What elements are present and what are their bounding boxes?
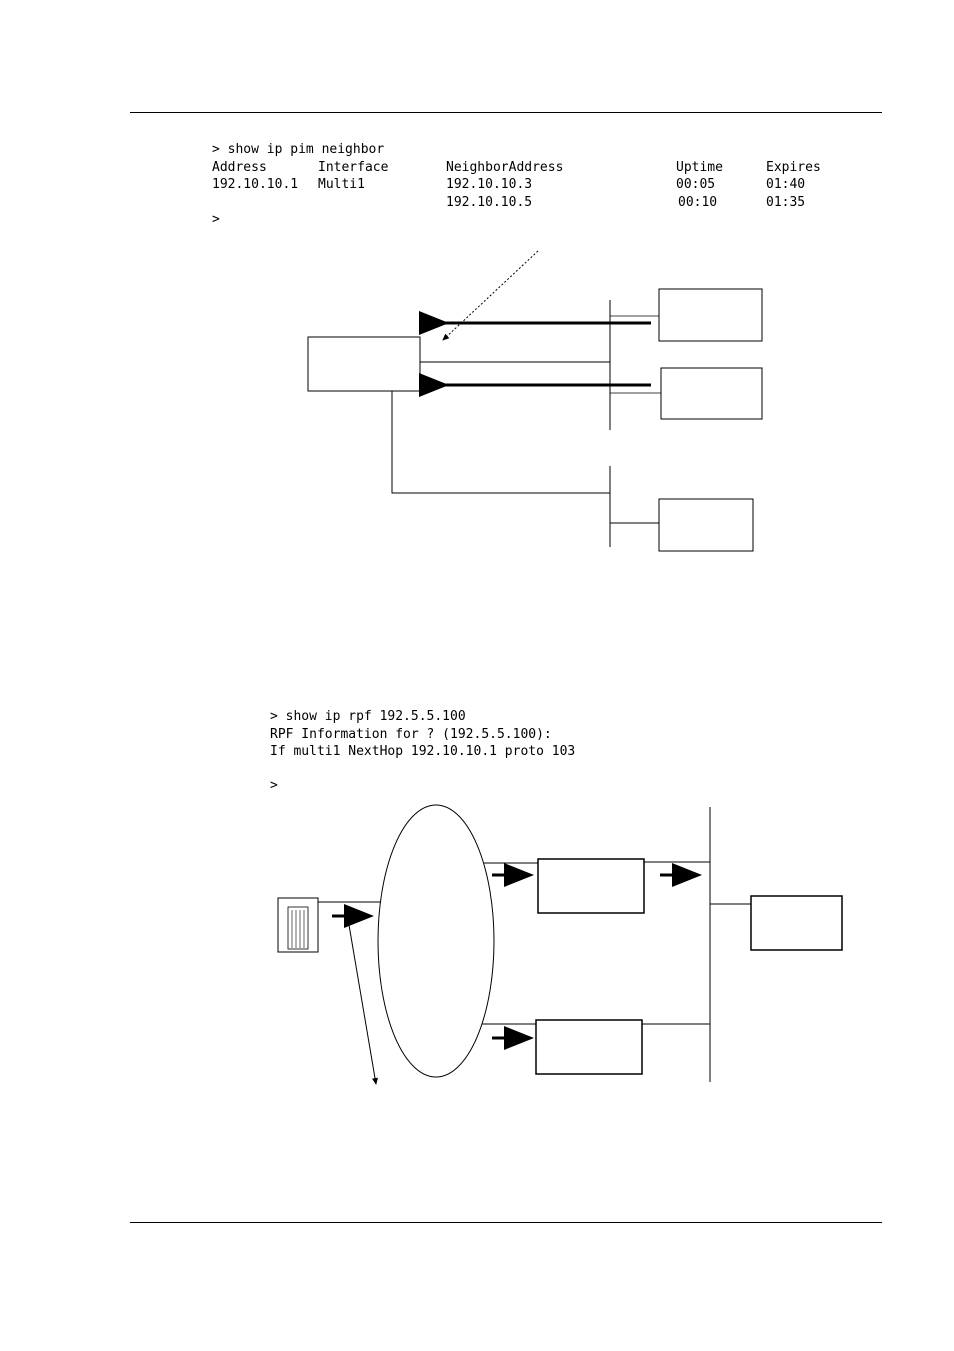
col-header-neighbor-address: NeighborAddress xyxy=(446,160,564,175)
row1-expires: 01:40 xyxy=(766,177,806,192)
neighbor-box-2 xyxy=(660,367,763,420)
lower-host-box xyxy=(658,498,754,552)
row2-neighbor-address: 192.10.10.5 xyxy=(446,195,533,210)
router-to-lower-bus xyxy=(391,391,610,494)
source-server-front xyxy=(287,906,309,950)
col-header-expires: Expires xyxy=(766,160,821,175)
row1-address: 192.10.10.1 xyxy=(212,177,299,192)
network-cloud xyxy=(377,804,495,1078)
neighbor-box-1 xyxy=(658,288,763,342)
lower-router-box xyxy=(535,1019,643,1075)
receiver-box xyxy=(750,895,843,951)
console-prompt-1: > xyxy=(212,212,220,227)
col-header-address: Address xyxy=(212,160,267,175)
source-down-arrow xyxy=(347,918,378,1085)
upper-router-box xyxy=(537,858,645,914)
row1-uptime: 00:05 xyxy=(676,177,716,192)
row1-neighbor-address: 192.10.10.3 xyxy=(446,177,533,192)
row1-interface: Multi1 xyxy=(318,177,365,192)
row2-expires: 01:35 xyxy=(766,195,806,210)
row2-uptime: 00:10 xyxy=(678,195,718,210)
rpf-info-line: RPF Information for ? (192.5.5.100): xyxy=(270,727,552,742)
dotted-pointer xyxy=(442,250,539,341)
console-command-1: > show ip pim neighbor xyxy=(212,142,385,157)
rpf-interface-line: If multi1 NextHop 192.10.10.1 proto 103 xyxy=(270,744,576,759)
col-header-interface: Interface xyxy=(318,160,389,175)
console-command-2: > show ip rpf 192.5.5.100 xyxy=(270,709,466,724)
col-header-uptime: Uptime xyxy=(676,160,723,175)
console-prompt-2: > xyxy=(270,778,278,793)
footer-rule xyxy=(130,1222,882,1223)
router-box xyxy=(307,336,421,392)
header-rule xyxy=(130,112,882,113)
